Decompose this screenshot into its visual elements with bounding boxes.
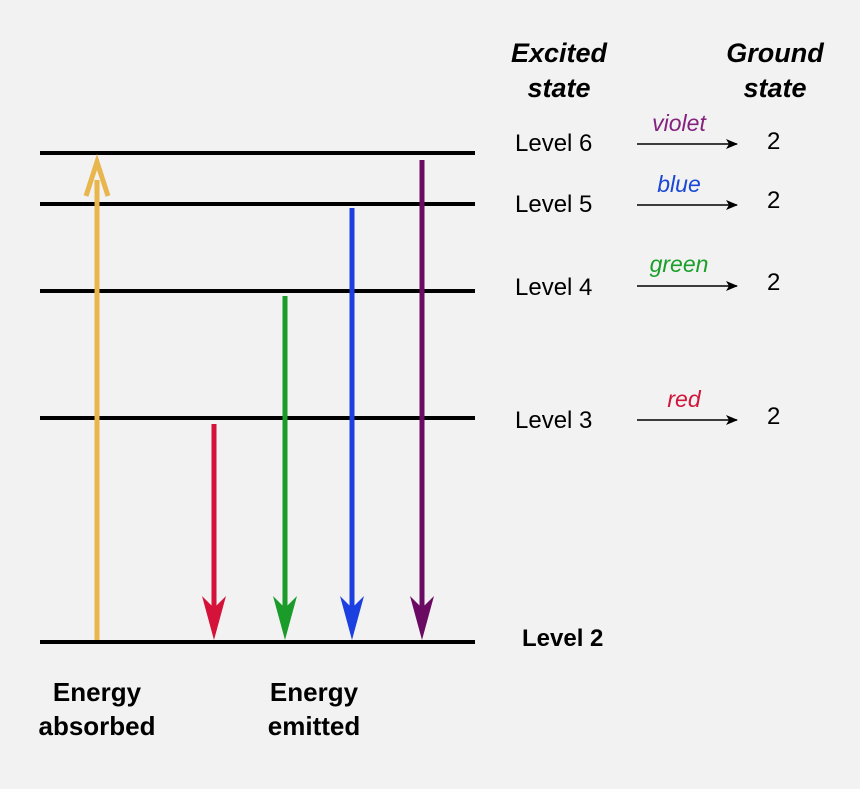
svg-text:Excited: Excited [511,38,608,68]
green-color-label: green [650,251,709,277]
ground-state-header: Ground state [726,38,824,103]
svg-text:state: state [743,73,806,103]
blue-emission-arrow [340,208,364,640]
red-emission-arrow [202,424,226,640]
svg-text:Ground: Ground [726,38,824,68]
level-3-ground-value: 2 [767,403,780,430]
level-3-label: Level 3 [515,407,592,434]
svg-text:state: state [527,73,590,103]
red-color-label: red [667,386,701,412]
level-6-label: Level 6 [515,130,592,157]
level-4-label: Level 4 [515,274,592,301]
svg-text:absorbed: absorbed [38,711,155,741]
svg-text:emitted: emitted [268,711,360,741]
level-5-label: Level 5 [515,191,592,218]
svg-text:Energy: Energy [270,677,359,707]
svg-text:Energy: Energy [53,677,142,707]
absorbed-arrow [83,153,111,640]
violet-color-label: violet [652,110,707,136]
level-5-ground-value: 2 [767,187,780,214]
level-2-label: Level 2 [522,625,603,652]
level-4-ground-value: 2 [767,269,780,296]
green-emission-arrow [273,296,297,640]
blue-color-label: blue [657,171,700,197]
energy-emitted-caption: Energy emitted [268,677,360,741]
energy-absorbed-caption: Energy absorbed [38,677,155,741]
violet-emission-arrow [410,160,434,640]
level-6-ground-value: 2 [767,128,780,155]
excited-state-header: Excited state [511,38,608,103]
